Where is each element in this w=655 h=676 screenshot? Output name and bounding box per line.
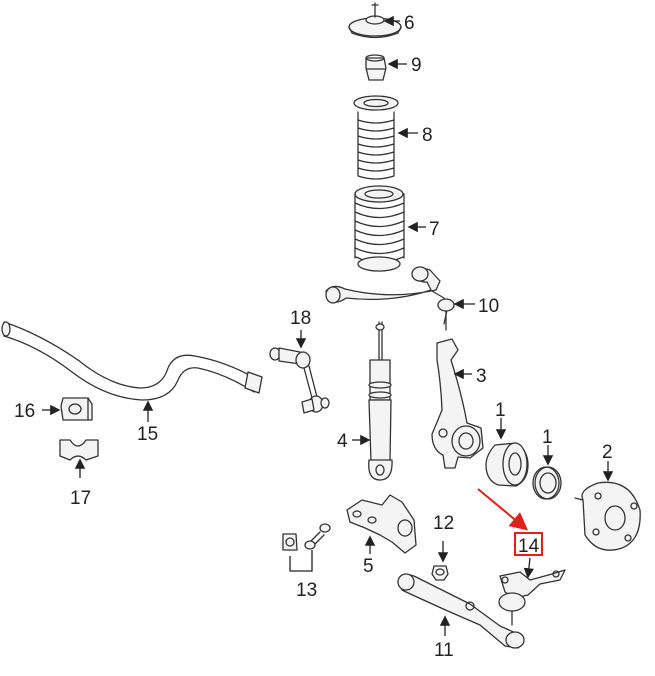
part-17-bushing-bracket[interactable] bbox=[59, 439, 99, 461]
part-1-hub-bearing-left[interactable] bbox=[485, 442, 529, 487]
part-1-bearing-right[interactable] bbox=[532, 466, 562, 500]
part-6-strut-mount[interactable] bbox=[348, 2, 402, 39]
part-11-lower-control-arm[interactable] bbox=[397, 573, 525, 649]
callout-15: 15 bbox=[137, 424, 158, 445]
part-13-bolt[interactable] bbox=[304, 523, 331, 550]
part-12-nut[interactable] bbox=[431, 565, 449, 581]
callout-17: 17 bbox=[70, 488, 91, 509]
part-10-upper-control-arm[interactable] bbox=[325, 266, 455, 331]
part-13-bushing[interactable] bbox=[282, 533, 298, 551]
part-4-shock-absorber[interactable] bbox=[368, 321, 393, 481]
part-14-ball-joint[interactable] bbox=[498, 569, 566, 626]
callout-4: 4 bbox=[337, 431, 348, 452]
callout-1a: 1 bbox=[495, 400, 506, 421]
callout-16: 16 bbox=[14, 401, 35, 422]
callout-18: 18 bbox=[290, 308, 311, 329]
part-8-dust-boot[interactable] bbox=[353, 95, 399, 180]
highlight-box-14 bbox=[514, 532, 543, 556]
highlight-arrow-14 bbox=[477, 488, 529, 531]
callout-10: 10 bbox=[478, 296, 499, 317]
callout-3: 3 bbox=[476, 366, 487, 387]
part-18-stabilizer-link[interactable] bbox=[269, 347, 330, 414]
part-16-stabilizer-bushing[interactable] bbox=[60, 397, 93, 421]
callout-12: 12 bbox=[433, 513, 454, 534]
part-3-steering-knuckle[interactable] bbox=[431, 338, 484, 469]
part-7-coil-spring[interactable] bbox=[354, 185, 405, 272]
leader-13 bbox=[289, 550, 313, 572]
part-9-bump-stop[interactable] bbox=[365, 54, 387, 81]
part-2-wheel-hub[interactable] bbox=[574, 481, 641, 551]
callout-13: 13 bbox=[296, 580, 317, 601]
callout-11: 11 bbox=[434, 640, 454, 661]
part-5-lower-arm-bracket[interactable] bbox=[346, 494, 417, 554]
callout-9: 9 bbox=[411, 55, 422, 76]
part-15-stabilizer-bar[interactable] bbox=[1, 321, 263, 401]
callout-5: 5 bbox=[363, 556, 374, 577]
callout-2: 2 bbox=[602, 442, 613, 463]
leader-14 bbox=[523, 557, 535, 579]
callout-7: 7 bbox=[429, 219, 440, 240]
callout-6: 6 bbox=[404, 13, 415, 34]
callout-8: 8 bbox=[422, 125, 433, 146]
callout-14: 14 bbox=[518, 536, 540, 557]
callout-1b: 1 bbox=[542, 427, 553, 448]
